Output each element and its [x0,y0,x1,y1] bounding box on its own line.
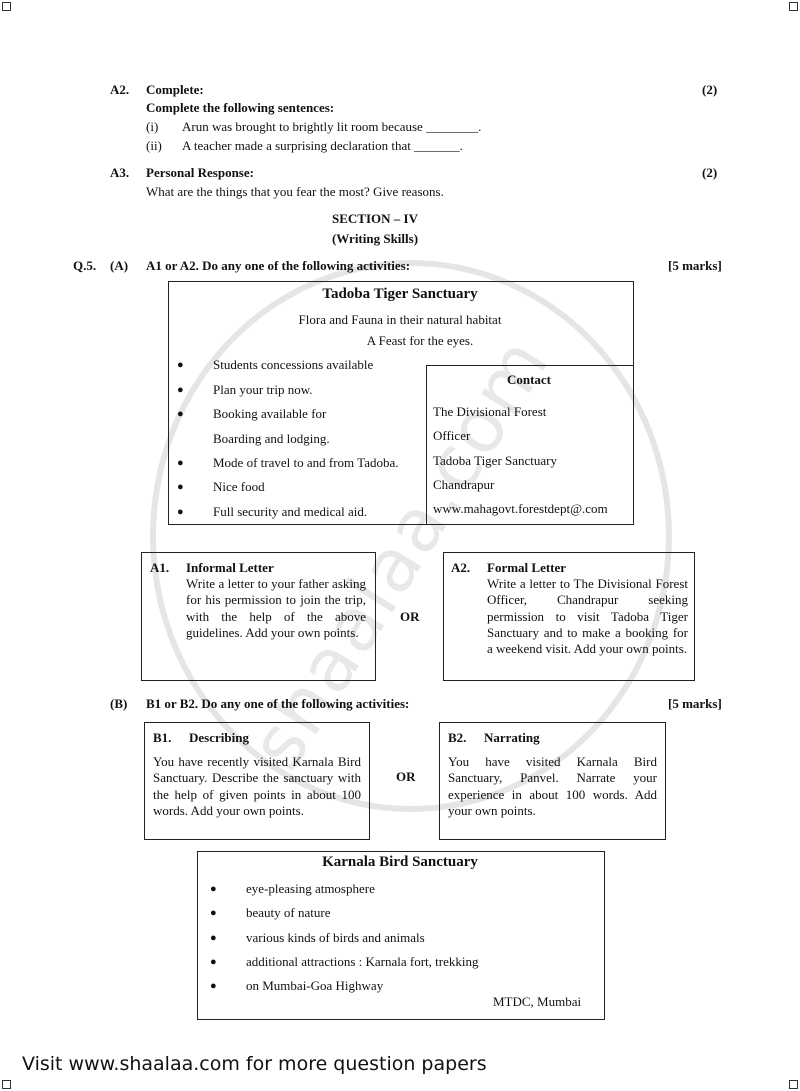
partb-marks: [5 marks] [668,696,722,711]
a2-instruction: Complete the following sentences: [146,100,335,115]
a2-item-text: Arun was brought to brightly lit room be… [182,119,482,134]
b1-option-box [144,722,370,840]
section-title: SECTION – IV [332,211,418,226]
a1-text: Write a letter to your father asking for… [186,576,366,640]
a2-item-number: (i) [146,119,159,134]
tadoba-bullet-text: Full security and medical aid. [213,504,368,519]
karnala-bullet-text: beauty of nature [246,905,331,920]
a2-marks: (2) [702,82,718,97]
b2-number: B2. [448,730,467,745]
partb-instruction: B1 or B2. Do any one of the following ac… [146,696,410,711]
bullet-icon: ● [210,980,217,992]
a-or-label: OR [400,609,420,624]
bullet-icon: ● [177,408,184,420]
karnala-bullet-text: additional attractions : Karnala fort, t… [246,954,479,969]
corner-mark-bottom-left [2,1080,11,1089]
bullet-icon: ● [177,384,184,396]
a3-title: Personal Response: [146,165,254,180]
q5-marks: [5 marks] [668,258,722,273]
q5-number: Q.5. [73,258,97,273]
a1-number: A1. [150,560,170,575]
bullet-icon: ● [177,481,184,493]
contact-line: The Divisional Forest [433,404,547,419]
bullet-icon: ● [210,907,217,919]
karnala-bullet-text: various kinds of birds and animals [246,930,425,945]
section-subtitle: (Writing Skills) [331,231,419,246]
karnala-title: Karnala Bird Sanctuary [322,854,478,870]
q5-instruction: A1 or A2. Do any one of the following ac… [146,258,411,273]
a2-option-box [443,552,695,681]
b-or-label: OR [396,769,416,784]
tadoba-bullet-text: Students concessions available [213,357,374,372]
contact-line: www.mahagovt.forestdept@.com [433,501,608,516]
contact-line: Tadoba Tiger Sanctuary [433,453,558,468]
b1-title: Describing [189,730,249,745]
partb-label: (B) [110,696,128,711]
a2-option-number: A2. [451,560,471,575]
a2-option-text: Write a letter to The Divisional Forest … [487,576,688,657]
tadoba-tagline: Flora and Fauna in their natural habitat [298,312,502,327]
tadoba-bullet-text: Nice food [213,479,265,494]
corner-mark-top-right [789,2,798,11]
bullet-icon: ● [210,932,217,944]
b1-number: B1. [153,730,172,745]
karnala-bullet-text: on Mumbai-Goa Highway [246,978,384,993]
tadoba-title: Tadoba Tiger Sanctuary [322,286,478,302]
karnala-credit: MTDC, Mumbai [493,994,582,1009]
bullet-icon: ● [210,956,217,968]
bullet-icon: ● [177,359,184,371]
b2-text: You have visited Karnala Bird Sanctuary,… [448,754,657,818]
tadoba-bullet-text: Mode of travel to and from Tadoba. [213,455,399,470]
contact-box [426,365,634,525]
q5-part: (A) [110,258,129,273]
tadoba-bullet-text: Boarding and lodging. [213,431,330,446]
a2-item-text: A teacher made a surprising declaration … [182,138,463,153]
tadoba-bullet-text: Booking available for [213,406,327,421]
a2-item-number: (ii) [146,138,162,153]
bullet-icon: ● [177,506,184,518]
footer-link-text[interactable]: Visit www.shaalaa.com for more question … [22,1053,487,1075]
bullet-icon: ● [177,457,184,469]
b2-title: Narrating [484,730,540,745]
b1-text: You have recently visited Karnala Bird S… [153,754,361,818]
a2-option-title: Formal Letter [487,560,567,575]
a2-title: Complete: [146,82,204,97]
watermark-circle [150,260,672,812]
a3-question: What are the things that you fear the mo… [146,184,444,199]
contact-line: Officer [433,428,471,443]
contact-title: Contact [506,372,552,387]
tadoba-bullet-text: Plan your trip now. [213,382,313,397]
corner-mark-bottom-right [789,1080,798,1089]
karnala-notice-box [197,851,605,1020]
b2-option-box [439,722,666,840]
karnala-bullet-text: eye-pleasing atmosphere [246,881,375,896]
bullet-icon: ● [210,883,217,895]
a1-title: Informal Letter [186,560,274,575]
a3-marks: (2) [702,165,718,180]
a2-number: A2. [110,82,130,97]
contact-line: Chandrapur [433,477,495,492]
a3-number: A3. [110,165,130,180]
tadoba-tagline: A Feast for the eyes. [366,333,474,348]
a1-option-box [141,552,376,681]
corner-mark-top-left [2,2,11,11]
